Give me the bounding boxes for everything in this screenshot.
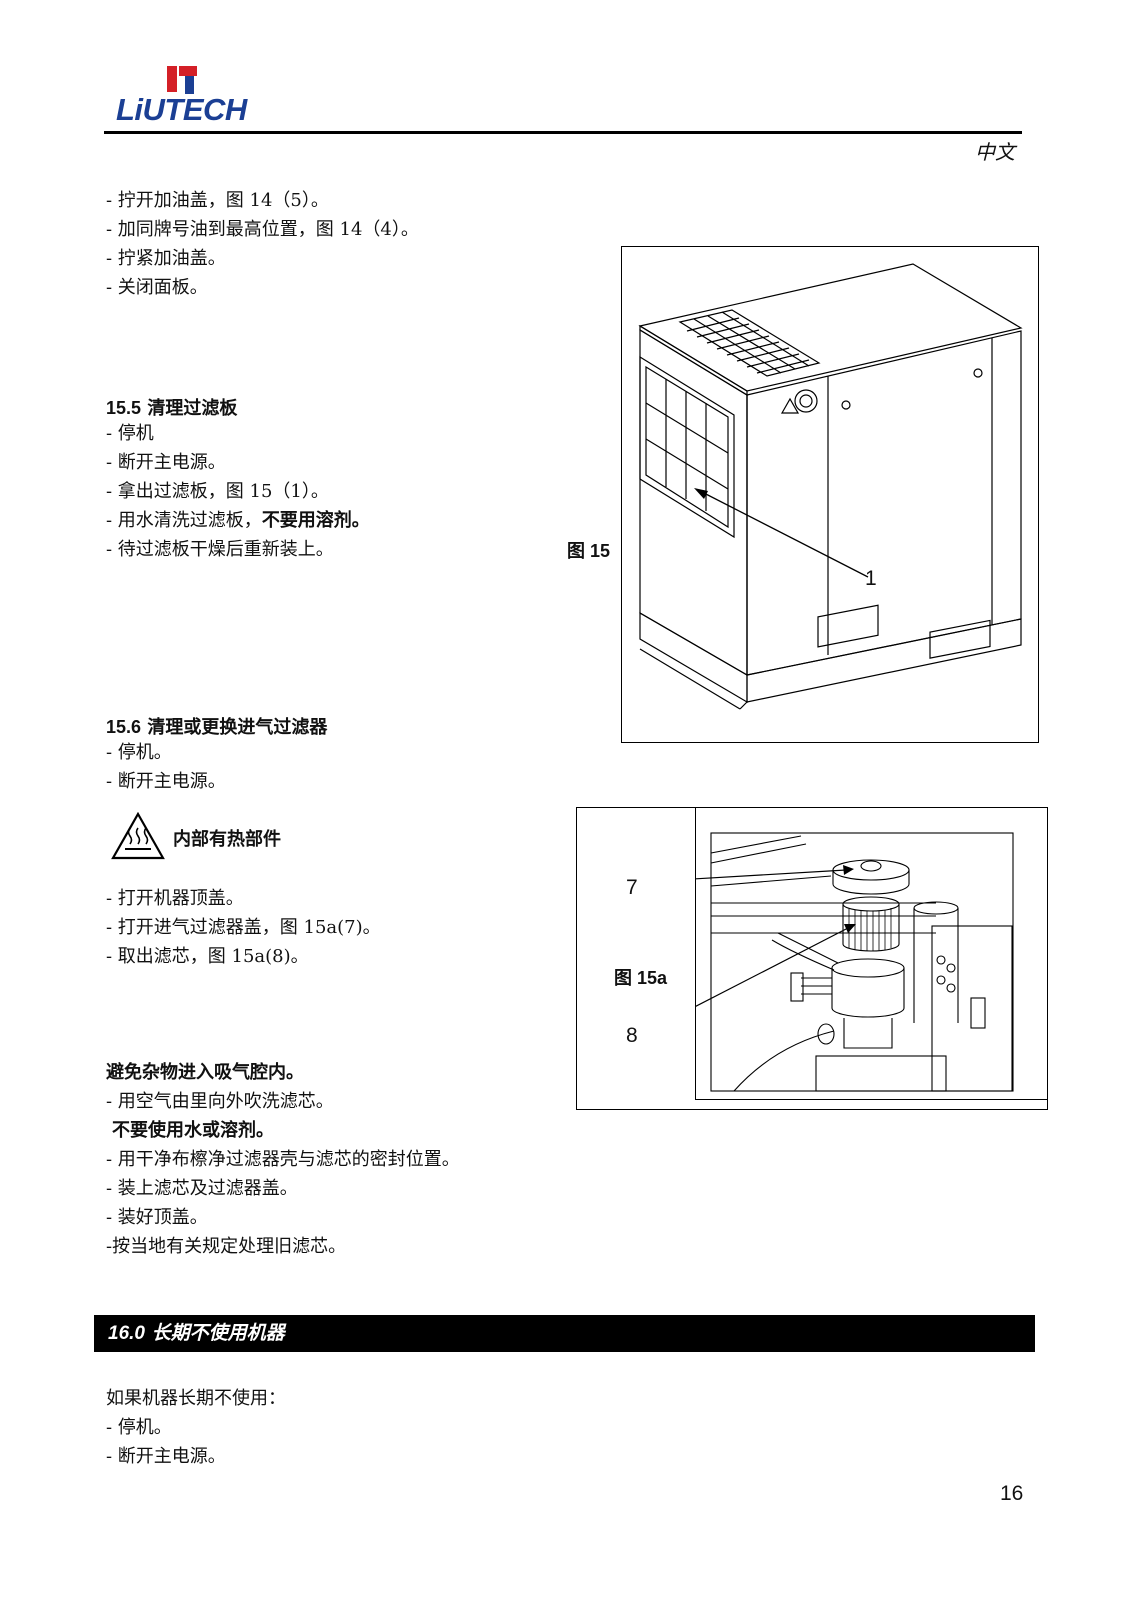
avoid-debris-note: 避免杂物进入吸气腔内。 <box>106 1062 304 1083</box>
intro-step-2: - 加同牌号油到最高位置，图 14（4）。 <box>106 219 419 240</box>
s156-step-4: - 打开进气过滤器盖，图 15a(7)。 <box>106 917 381 938</box>
s156-step-6: - 用干净布檫净过滤器壳与滤芯的密封位置。 <box>106 1149 460 1170</box>
s155-step-last: - 待过滤板干燥后重新装上。 <box>106 539 334 560</box>
liutech-logo-mark <box>167 66 197 94</box>
s156-step-5: - 取出滤芯，图 15a(8)。 <box>106 946 309 967</box>
s156-step-9: -按当地有关规定处理旧滤芯。 <box>106 1236 347 1257</box>
section-16-heading-bar: 16.0 长期不使用机器 <box>94 1315 1035 1352</box>
hot-surface-warning-icon <box>111 812 165 860</box>
compressor-cabinet-drawing <box>638 263 1023 710</box>
hot-parts-warning: 内部有热部件 <box>173 829 281 850</box>
s155-step-2: - 断开主电源。 <box>106 452 226 473</box>
s155-wash-prefix: - 用水清洗过滤板， <box>106 510 262 531</box>
section-16-title: 长期不使用机器 <box>151 1322 285 1344</box>
figure-15a-callout-7: 7 <box>626 876 638 899</box>
s16-step-1: - 停机。 <box>106 1417 172 1438</box>
figure-15-callout-1: 1 <box>865 567 877 590</box>
s16-intro: 如果机器长期不使用： <box>106 1388 286 1409</box>
s156-step-8: - 装好顶盖。 <box>106 1207 208 1228</box>
s156-step-7: - 装上滤芯及过滤器盖。 <box>106 1178 298 1199</box>
section-15-5-number: 15.5 <box>106 398 142 418</box>
s155-wash-warning: 不要用溶剂。 <box>261 510 370 531</box>
s156-step-1: - 停机。 <box>106 742 172 763</box>
figure-15a-caption: 图 15a <box>614 968 668 988</box>
figure-15a-callout-8: 8 <box>626 1024 638 1047</box>
figure-15a-inner-frame <box>641 807 1048 1100</box>
intro-step-4: - 关闭面板。 <box>106 277 208 298</box>
section-15-5-title: 清理过滤板 <box>147 398 238 419</box>
figure-15-frame <box>621 246 1039 743</box>
s16-step-2: - 断开主电源。 <box>106 1446 226 1467</box>
s156-step-2: - 断开主电源。 <box>106 771 226 792</box>
s155-step-1: - 停机 <box>106 423 154 444</box>
figure-15-caption: 图 15 <box>567 541 611 561</box>
no-water-warning: 不要使用水或溶剂。 <box>112 1120 274 1141</box>
intro-step-1: - 拧开加油盖，图 14（5）。 <box>106 190 329 211</box>
s156-step-3: - 打开机器顶盖。 <box>106 888 244 909</box>
intro-step-3: - 拧紧加油盖。 <box>106 248 226 269</box>
s156-blow-step: - 用空气由里向外吹洗滤芯。 <box>106 1091 334 1112</box>
language-label: 中文 <box>975 140 1015 164</box>
section-15-6-title: 清理或更换进气过滤器 <box>147 717 328 738</box>
s155-step-wash: - 用水清洗过滤板，不要用溶剂。 <box>106 511 370 531</box>
section-15-6-heading: 15.6 清理或更换进气过滤器 <box>106 713 327 739</box>
header-rule <box>104 131 1022 134</box>
liutech-logo-text: LiUTECH <box>116 92 247 127</box>
page-number: 16 <box>1000 1482 1024 1505</box>
section-15-5-heading: 15.5 清理过滤板 <box>106 394 237 420</box>
s155-step-3: - 拿出过滤板，图 15（1）。 <box>106 481 329 502</box>
intake-filter-drawing <box>641 832 1014 1092</box>
section-16-number: 16.0 <box>108 1323 145 1344</box>
section-15-6-number: 15.6 <box>106 717 142 737</box>
